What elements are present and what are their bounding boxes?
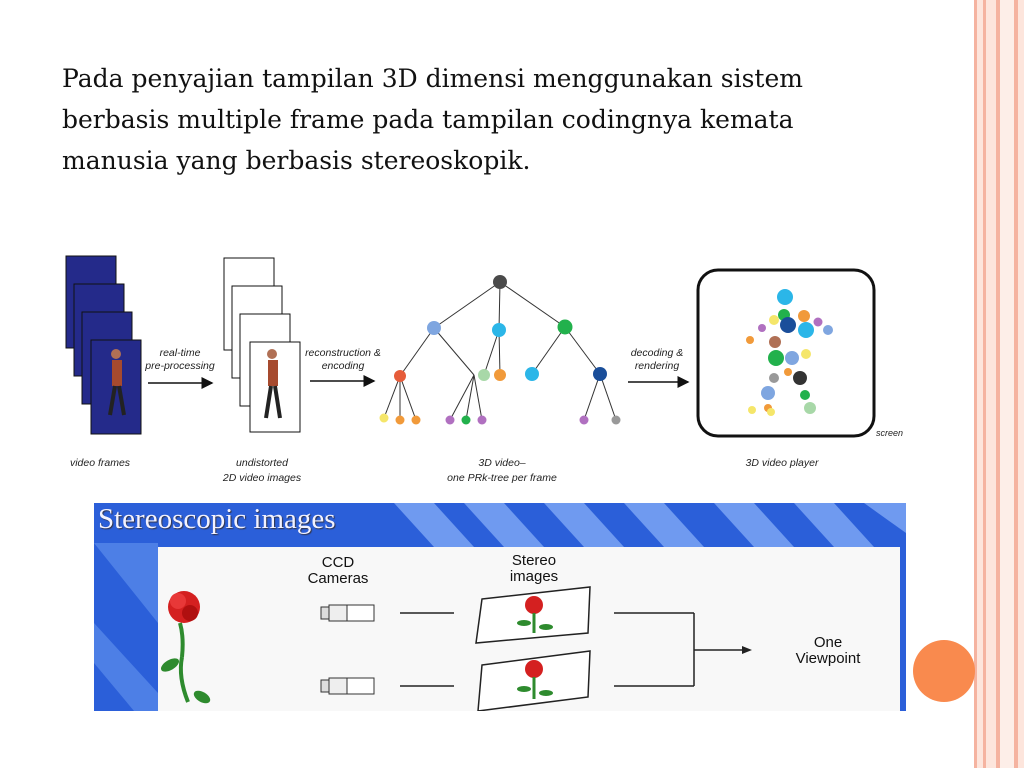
caption-3d-video-line2: one PRk-tree per frame bbox=[447, 472, 557, 484]
undistorted-images-stack bbox=[223, 257, 301, 433]
rendered-figure-dots bbox=[746, 289, 833, 416]
video-frames-stack bbox=[65, 255, 142, 435]
stereoscopic-title: Stereoscopic images bbox=[98, 503, 336, 535]
arrow2-label-line1: reconstruction & bbox=[305, 347, 381, 359]
stereo-illustration bbox=[160, 586, 752, 711]
tree-nodes bbox=[379, 275, 621, 425]
prk-tree bbox=[383, 281, 617, 421]
arrow3-label-line2: rendering bbox=[635, 360, 680, 372]
arrow2-label-line2: encoding bbox=[322, 360, 365, 372]
rose-image bbox=[160, 591, 211, 704]
caption-3d-video-player: 3D video player bbox=[746, 457, 819, 469]
arrow3-label-line1: decoding & bbox=[631, 347, 684, 359]
right-decorative-border bbox=[974, 0, 1024, 768]
walking-person-figure bbox=[108, 349, 126, 416]
pipeline-diagram: real-time pre-processing reconstruction … bbox=[65, 255, 903, 484]
stripe-background bbox=[94, 503, 906, 711]
orange-circle-decoration bbox=[913, 640, 975, 702]
stereo-image-bottom bbox=[477, 650, 591, 711]
caption-video-frames: video frames bbox=[70, 457, 131, 469]
slide-paragraph: Pada penyajian tampilan 3D dimensi mengg… bbox=[62, 64, 803, 175]
caption-undistorted-line1: undistorted bbox=[236, 457, 289, 469]
stereoscopic-images-figure: Stereoscopic images bbox=[94, 503, 906, 711]
stereo-image-top bbox=[475, 586, 591, 644]
caption-undistorted-line2: 2D video images bbox=[222, 472, 302, 484]
ccd-camera-top bbox=[320, 604, 375, 622]
player-screen bbox=[696, 268, 876, 438]
caption-3d-video-line1: 3D video– bbox=[478, 457, 525, 469]
caption-screen: screen bbox=[876, 428, 903, 438]
ccd-camera-bottom bbox=[320, 677, 375, 695]
arrow1-label-line2: pre-processing bbox=[144, 360, 215, 372]
arrow1-label-line1: real-time bbox=[160, 347, 201, 359]
